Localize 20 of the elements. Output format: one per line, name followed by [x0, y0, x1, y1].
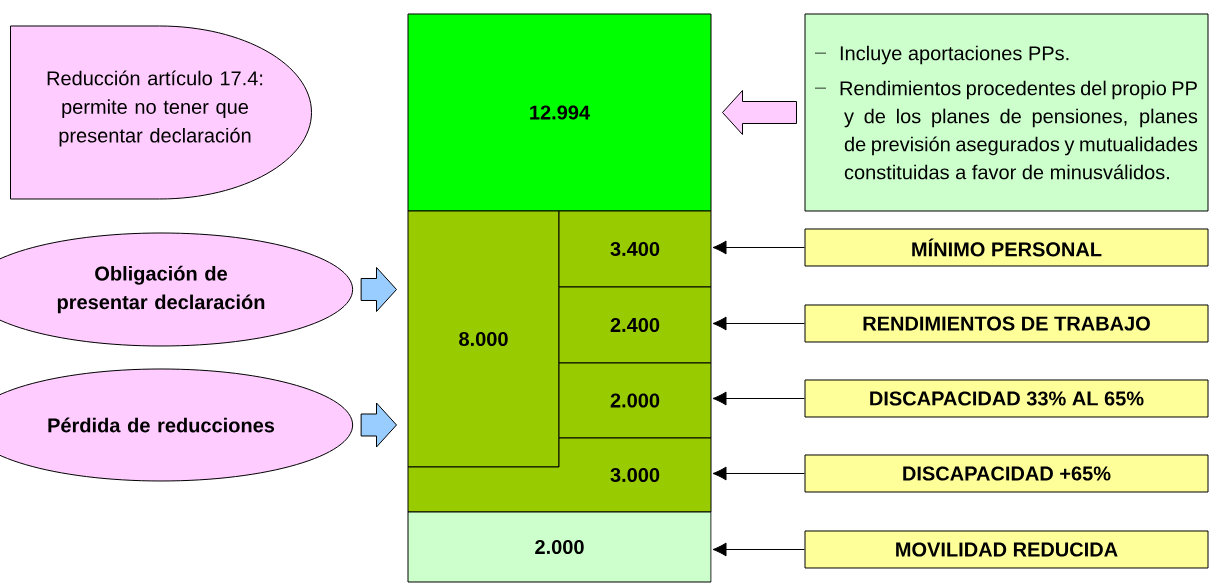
- arrow: [712, 391, 805, 406]
- label-box: RENDIMIENTOS DE TRABAJO: [804, 304, 1209, 343]
- block-arrow: [722, 90, 797, 135]
- block-arrow: [360, 267, 397, 312]
- amount-block: 3.000: [407, 437, 712, 513]
- amount-block: 3.400: [558, 210, 712, 288]
- arrow: [712, 542, 805, 557]
- amount-block: 2.000: [407, 511, 712, 583]
- label-box: DISCAPACIDAD 33% AL 65%: [804, 379, 1209, 418]
- arrow: [712, 316, 805, 331]
- label-box: DISCAPACIDAD +65%: [804, 454, 1209, 493]
- amount-block: 2.000: [558, 362, 712, 439]
- arrow: [712, 240, 805, 255]
- amount-block: 2.400: [558, 286, 712, 364]
- arrow: [712, 466, 805, 481]
- amount-block: 12.994: [407, 13, 712, 212]
- note-box: Incluye aportaciones PPs. Rendimientos procedentes del propio PP y de los planes de pensiones, planes de previsión asegurados y mutualidades constituidas a favor de minusválidos.: [804, 13, 1209, 212]
- label-box: MOVILIDAD REDUCIDA: [804, 530, 1209, 569]
- label-box: MÍNIMO PERSONAL: [804, 228, 1209, 267]
- block-arrow: [360, 402, 397, 448]
